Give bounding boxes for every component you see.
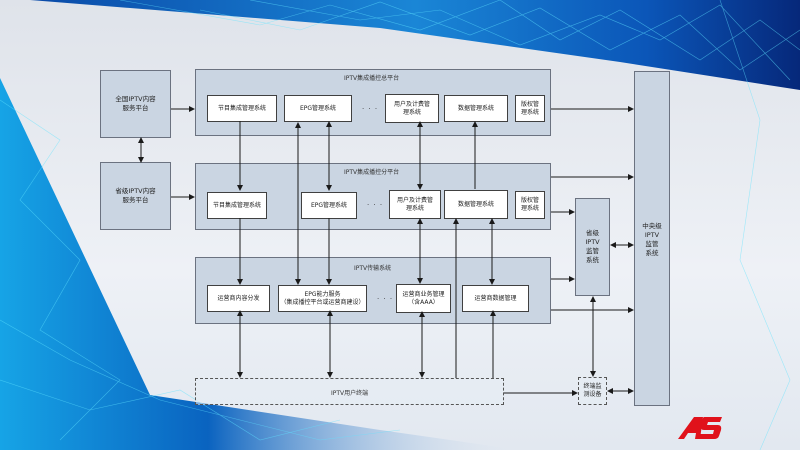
provincial-content-platform-label: 省级IPTV内容 服务平台 <box>115 187 156 204</box>
iptv-transmission-system[interactable]: IPTV传输系统 运营商内容分发 EPG能力服务 （集成播控平台或运营商建设） … <box>195 257 551 324</box>
module-label: 用户及计费管 理系统 <box>393 100 430 116</box>
main-copyright-management-system[interactable]: 版权管 理系统 <box>515 95 545 122</box>
main-user-billing-system[interactable]: 用户及计费管 理系统 <box>385 94 439 123</box>
national-content-platform[interactable]: 全国IPTV内容 服务平台 <box>100 70 171 138</box>
integrated-branch-platform[interactable]: IPTV集成播控分平台 节目集成管理系统 EPG管理系统 · · · 用户及计费… <box>195 163 551 230</box>
module-label: 运营商数据管理 <box>474 294 517 302</box>
module-label: 数据管理系统 <box>457 104 494 112</box>
module-label: EPG能力服务 （集成播控平台或运营商建设） <box>280 290 365 306</box>
branch-user-billing-system[interactable]: 用户及计费管 理系统 <box>389 190 441 219</box>
terminal-monitoring-device-label: 终端监 测设备 <box>583 383 602 398</box>
module-label: 版权管 理系统 <box>520 100 539 116</box>
central-iptv-supervision-system[interactable]: 中央级 IPTV 监管 系统 <box>634 71 670 406</box>
as-logo <box>678 417 722 439</box>
module-label: 节目集成管理系统 <box>212 201 261 209</box>
ellipsis: · · · <box>362 105 379 113</box>
integrated-main-platform[interactable]: IPTV集成播控总平台 节目集成管理系统 EPG管理系统 · · · 用户及计费… <box>195 69 551 136</box>
operator-business-management[interactable]: 运营商业务管理 （含AAA） <box>396 284 451 313</box>
module-label: 运营商内容分发 <box>217 294 260 302</box>
provincial-iptv-supervision-system[interactable]: 省级 IPTV 监管 系统 <box>575 198 610 296</box>
epg-capability-service[interactable]: EPG能力服务 （集成播控平台或运营商建设） <box>278 285 367 312</box>
module-label: 运营商业务管理 （含AAA） <box>402 290 445 306</box>
provincial-content-platform[interactable]: 省级IPTV内容 服务平台 <box>100 162 171 230</box>
national-content-platform-label: 全国IPTV内容 服务平台 <box>115 95 156 112</box>
module-label: 用户及计费管 理系统 <box>396 196 433 212</box>
main-epg-management-system[interactable]: EPG管理系统 <box>284 95 352 122</box>
integrated-main-platform-title: IPTV集成播控总平台 <box>344 75 400 82</box>
central-supervision-label: 中央级 IPTV 监管 系统 <box>642 222 662 257</box>
operator-data-management[interactable]: 运营商数据管理 <box>462 285 529 312</box>
module-label: 数据管理系统 <box>457 200 494 208</box>
module-label: 节目集成管理系统 <box>217 104 266 112</box>
branch-epg-management-system[interactable]: EPG管理系统 <box>301 192 357 219</box>
module-label: EPG管理系统 <box>299 104 337 112</box>
terminal-monitoring-device[interactable]: 终端监 测设备 <box>578 377 607 405</box>
ellipsis: · · · <box>377 295 394 303</box>
main-program-integration-system[interactable]: 节目集成管理系统 <box>207 95 277 122</box>
iptv-user-terminal-label: IPTV用户终端 <box>331 390 369 397</box>
iptv-transmission-system-title: IPTV传输系统 <box>354 265 392 272</box>
iptv-user-terminal[interactable]: IPTV用户终端 <box>195 378 504 405</box>
provincial-supervision-label: 省级 IPTV 监管 系统 <box>585 229 600 264</box>
branch-data-management-system[interactable]: 数据管理系统 <box>444 190 508 219</box>
main-data-management-system[interactable]: 数据管理系统 <box>444 95 508 122</box>
branch-copyright-management-system[interactable]: 版权管 理系统 <box>515 191 545 219</box>
integrated-branch-platform-title: IPTV集成播控分平台 <box>344 169 400 176</box>
branch-program-integration-system[interactable]: 节目集成管理系统 <box>207 192 267 219</box>
module-label: 版权管 理系统 <box>520 197 539 212</box>
operator-content-distribution[interactable]: 运营商内容分发 <box>207 285 270 312</box>
module-label: EPG管理系统 <box>310 201 348 209</box>
ellipsis: · · · <box>367 201 384 209</box>
